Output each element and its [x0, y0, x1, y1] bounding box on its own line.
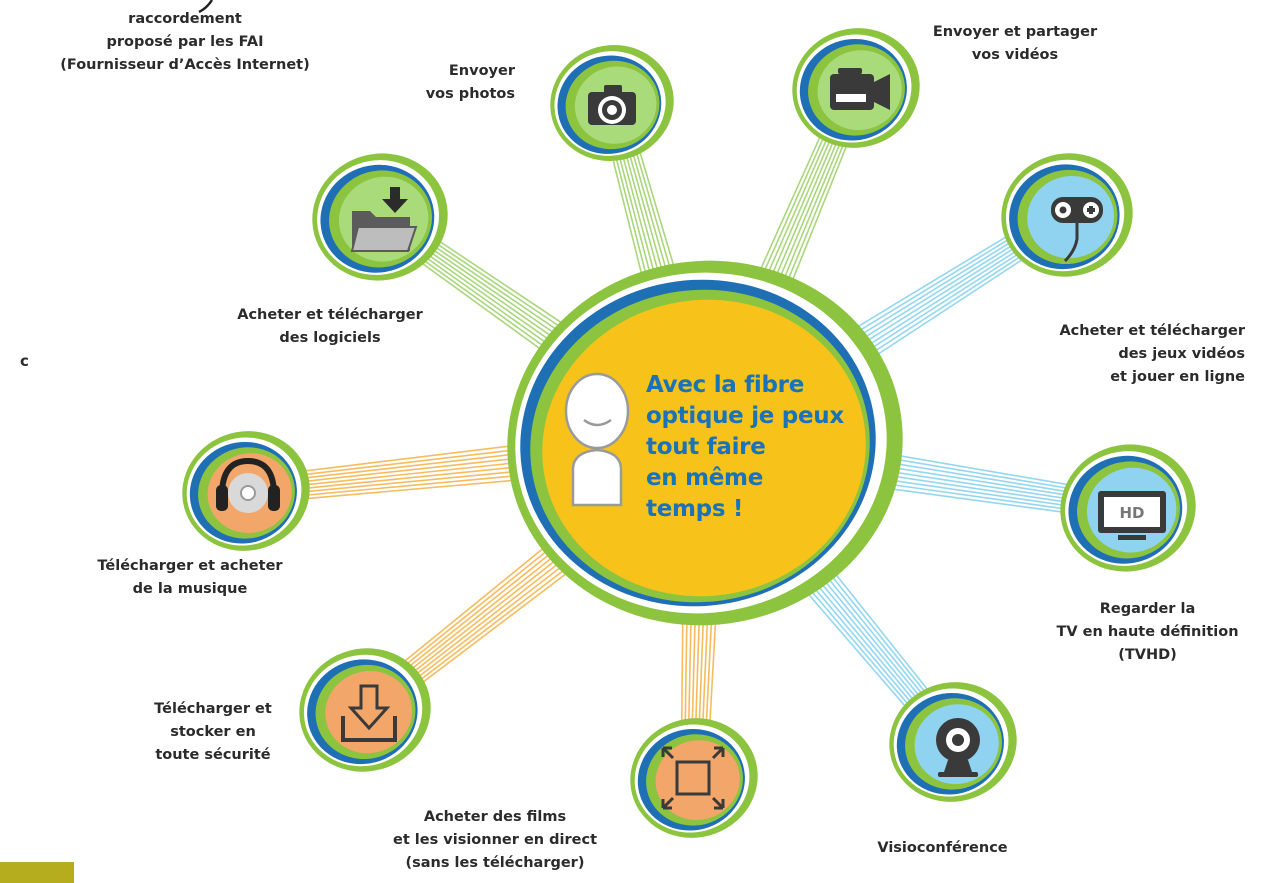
label-visio: Visioconférence [840, 837, 1045, 860]
label-line: stocker en [170, 724, 256, 740]
label-line: Acheter des films [423, 809, 567, 825]
person-icon [564, 372, 630, 507]
label-videos: Envoyer et partager vos vidéos [900, 21, 1130, 67]
label-line: Envoyer [448, 63, 515, 79]
label-line: et jouer en ligne [1110, 369, 1245, 385]
label-logiciels: Acheter et télécharger des logiciels [205, 304, 455, 350]
webcam-icon [936, 718, 980, 777]
label-line: des logiciels [279, 330, 381, 346]
download-tray-icon [341, 684, 397, 742]
label-line: Regarder la [1099, 601, 1196, 617]
label-line: vos photos [425, 86, 515, 102]
camera-icon [588, 85, 636, 125]
label-line: des jeux vidéos [1118, 346, 1245, 362]
node-jeux [1001, 153, 1133, 277]
label-photos: Envoyer vos photos [380, 60, 515, 106]
node-films [630, 718, 758, 838]
gamepad-icon [1051, 197, 1103, 263]
label-stockage: Télécharger et stocker en toute sécurité [128, 698, 298, 767]
label-tvhd: Regarder la TV en haute définition (TVHD… [1035, 598, 1260, 667]
headphones-icon [216, 457, 280, 513]
label-films: Acheter des films et les visionner en di… [355, 806, 635, 875]
header-line: raccordement [128, 11, 242, 27]
hd-tv-icon: HD [1098, 491, 1166, 540]
label-line: Acheter et télécharger [1059, 323, 1245, 339]
stray-letter: c [20, 352, 29, 370]
label-musique: Télécharger et acheter de la musique [65, 555, 315, 601]
header-swoosh [198, 0, 214, 14]
video-camera-icon [830, 68, 890, 110]
label-jeux: Acheter et télécharger des jeux vidéos e… [1000, 320, 1245, 389]
center-line: tout faire [646, 434, 766, 460]
center-line: temps ! [646, 496, 744, 522]
folder-download-icon [350, 187, 418, 252]
hd-tv-text: HD [1119, 504, 1144, 522]
label-line: et les visionner en direct [392, 832, 598, 848]
page-tab [0, 862, 74, 883]
center-bubble [507, 260, 903, 626]
label-line: Visioconférence [877, 840, 1008, 856]
label-line: vos vidéos [971, 47, 1059, 63]
label-line: (sans les télécharger) [405, 855, 585, 871]
label-line: toute sécurité [155, 747, 271, 763]
label-line: Acheter et télécharger [237, 307, 423, 323]
fullscreen-icon [661, 746, 725, 810]
header-note: raccordement proposé par les FAI (Fourni… [40, 8, 330, 77]
label-line: TV en haute définition [1056, 624, 1239, 640]
center-line: Avec la fibre [646, 372, 805, 398]
center-line: optique je peux [646, 403, 844, 429]
label-line: Télécharger et acheter [97, 558, 283, 574]
label-line: Télécharger et [154, 701, 272, 717]
header-line: proposé par les FAI [106, 34, 264, 50]
label-line: de la musique [132, 581, 248, 597]
header-line: (Fournisseur d’Accès Internet) [60, 57, 310, 73]
center-line: en même [646, 465, 764, 491]
label-line: (TVHD) [1118, 647, 1177, 663]
center-title: Avec la fibre optique je peux tout faire… [646, 370, 844, 525]
label-line: Envoyer et partager [932, 24, 1098, 40]
node-stockage [299, 648, 431, 772]
